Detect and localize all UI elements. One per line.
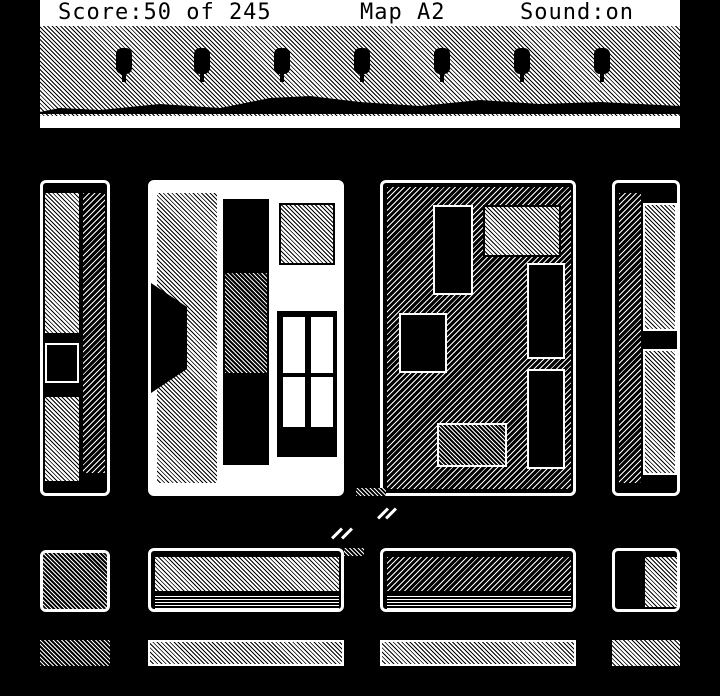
tree-icon (194, 48, 210, 84)
parapet (387, 595, 571, 609)
roof-vent (527, 263, 565, 359)
lower-left-edge (40, 550, 110, 612)
tree-icon (594, 48, 610, 84)
window-grid (275, 309, 339, 459)
tree-icon (116, 48, 132, 84)
roof-vent (527, 369, 565, 469)
bottom-strip (148, 640, 344, 666)
bottom-strip (40, 640, 110, 666)
alley (619, 193, 641, 483)
rooftop-texture (155, 557, 339, 591)
skylight (483, 205, 561, 257)
skylight (279, 203, 335, 265)
hud-bar: Score:50 of 245 Map A2 Sound:on (40, 0, 680, 26)
tree-icon (434, 48, 450, 84)
rooftop-panel (45, 193, 79, 333)
roof-wing (151, 283, 187, 393)
horizon-ground (40, 116, 680, 128)
rooftop-vent (45, 343, 79, 383)
bottom-strip (380, 640, 576, 666)
rooftop-texture (387, 557, 571, 591)
stair-shaft (433, 205, 473, 295)
horizon-strip (40, 26, 680, 128)
map-readout: Map A2 (360, 0, 446, 25)
score-readout: Score:50 of 245 (58, 0, 272, 25)
rooftop-panel (643, 349, 677, 475)
left-building (148, 180, 344, 496)
lower-left (148, 548, 344, 612)
rooftop-panel (45, 397, 79, 481)
roof-unit (225, 273, 267, 373)
tree-icon (274, 48, 290, 84)
roof-unit (437, 423, 507, 467)
hills-silhouette (40, 96, 680, 114)
rooftop-panel (643, 203, 677, 331)
bottom-strip (612, 640, 680, 666)
roof-unit (399, 313, 447, 373)
curb (344, 548, 364, 556)
curb (356, 488, 386, 496)
tree-icon (514, 48, 530, 84)
left-edge-building (40, 180, 110, 496)
lower-right-edge (612, 548, 680, 612)
tree-icon (354, 48, 370, 84)
right-edge-building (612, 180, 680, 496)
lower-center (380, 548, 576, 612)
sound-toggle[interactable]: Sound:on (520, 0, 634, 25)
alley (83, 193, 105, 473)
parapet (155, 595, 339, 609)
center-building (380, 180, 576, 496)
rooftop-panel (645, 557, 677, 607)
